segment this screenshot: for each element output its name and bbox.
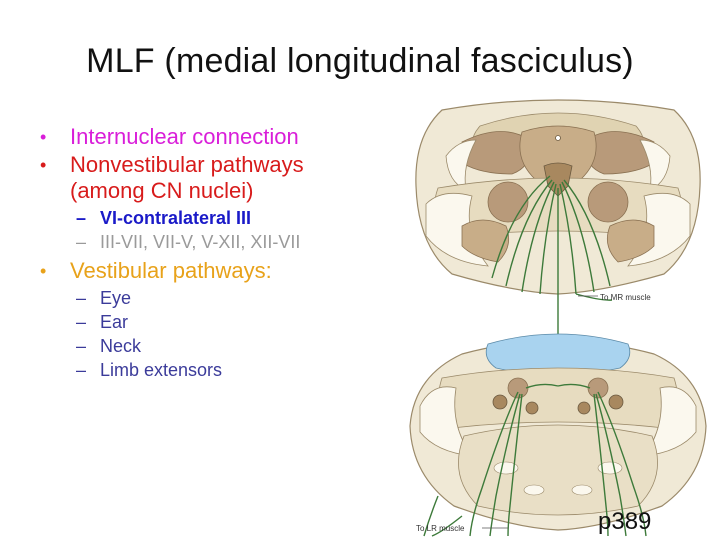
sub-item-text: Limb extensors [100, 360, 223, 380]
dash-icon: – [76, 288, 87, 308]
bullet-text: Vestibular pathways: [70, 258, 272, 283]
sub-item: – VI-contralateral III [40, 206, 390, 230]
sub-item: – Neck [40, 334, 390, 358]
sub-item-text: III-VII, VII-V, V-XII, XII-VII [100, 232, 301, 252]
label-mr-muscle: To MR muscle [600, 293, 651, 302]
slide-title: MLF (medial longitudinal fasciculus) [86, 42, 634, 80]
label-lr-muscle: To LR muscle [416, 524, 465, 533]
sub-item: – III-VII, VII-V, V-XII, XII-VII [40, 230, 390, 254]
abducens-fibers [423, 383, 647, 537]
sub-item: – Ear [40, 310, 390, 334]
brainstem-illustration: To MR muscle To LR muscle [409, 99, 707, 537]
bullet-dot-icon: • [40, 127, 47, 147]
sub-item: – Eye [40, 286, 390, 310]
bullet-vestibular: • Vestibular pathways: [40, 258, 390, 284]
oculomotor-fibers [491, 175, 611, 295]
bullet-text: Nonvestibular pathways [70, 152, 304, 177]
pons-section [409, 333, 707, 537]
bullet-dot-icon: • [40, 261, 47, 281]
sub-item-text: VI-contralateral III [100, 208, 252, 228]
dash-icon: – [76, 312, 87, 332]
brainstem-figure: To MR muscle To LR muscle [402, 96, 714, 538]
dash-icon: – [76, 232, 87, 252]
sub-list-nonvestibular: – VI-contralateral III – III-VII, VII-V,… [40, 206, 390, 254]
bullet-internuclear: • Internuclear connection [40, 124, 390, 150]
bullet-text-cont: (among CN nuclei) [70, 178, 254, 203]
sub-item-text: Eye [100, 288, 132, 308]
bullet-text: Internuclear connection [70, 124, 299, 149]
page-reference: p389 [598, 508, 652, 535]
dash-icon: – [76, 208, 87, 228]
bullet-dot-icon: • [40, 155, 47, 175]
midbrain-section [415, 99, 701, 301]
dash-icon: – [76, 360, 87, 380]
sub-item: – Limb extensors [40, 358, 390, 382]
sub-list-vestibular: – Eye – Ear – Neck – Limb extensors [40, 286, 390, 382]
sub-item-text: Ear [100, 312, 129, 332]
dash-icon: – [76, 336, 87, 356]
sub-item-text: Neck [100, 336, 142, 356]
bullet-nonvestibular: • Nonvestibular pathways (among CN nucle… [40, 152, 390, 204]
bullet-list: • Internuclear connection • Nonvestibula… [40, 124, 390, 386]
